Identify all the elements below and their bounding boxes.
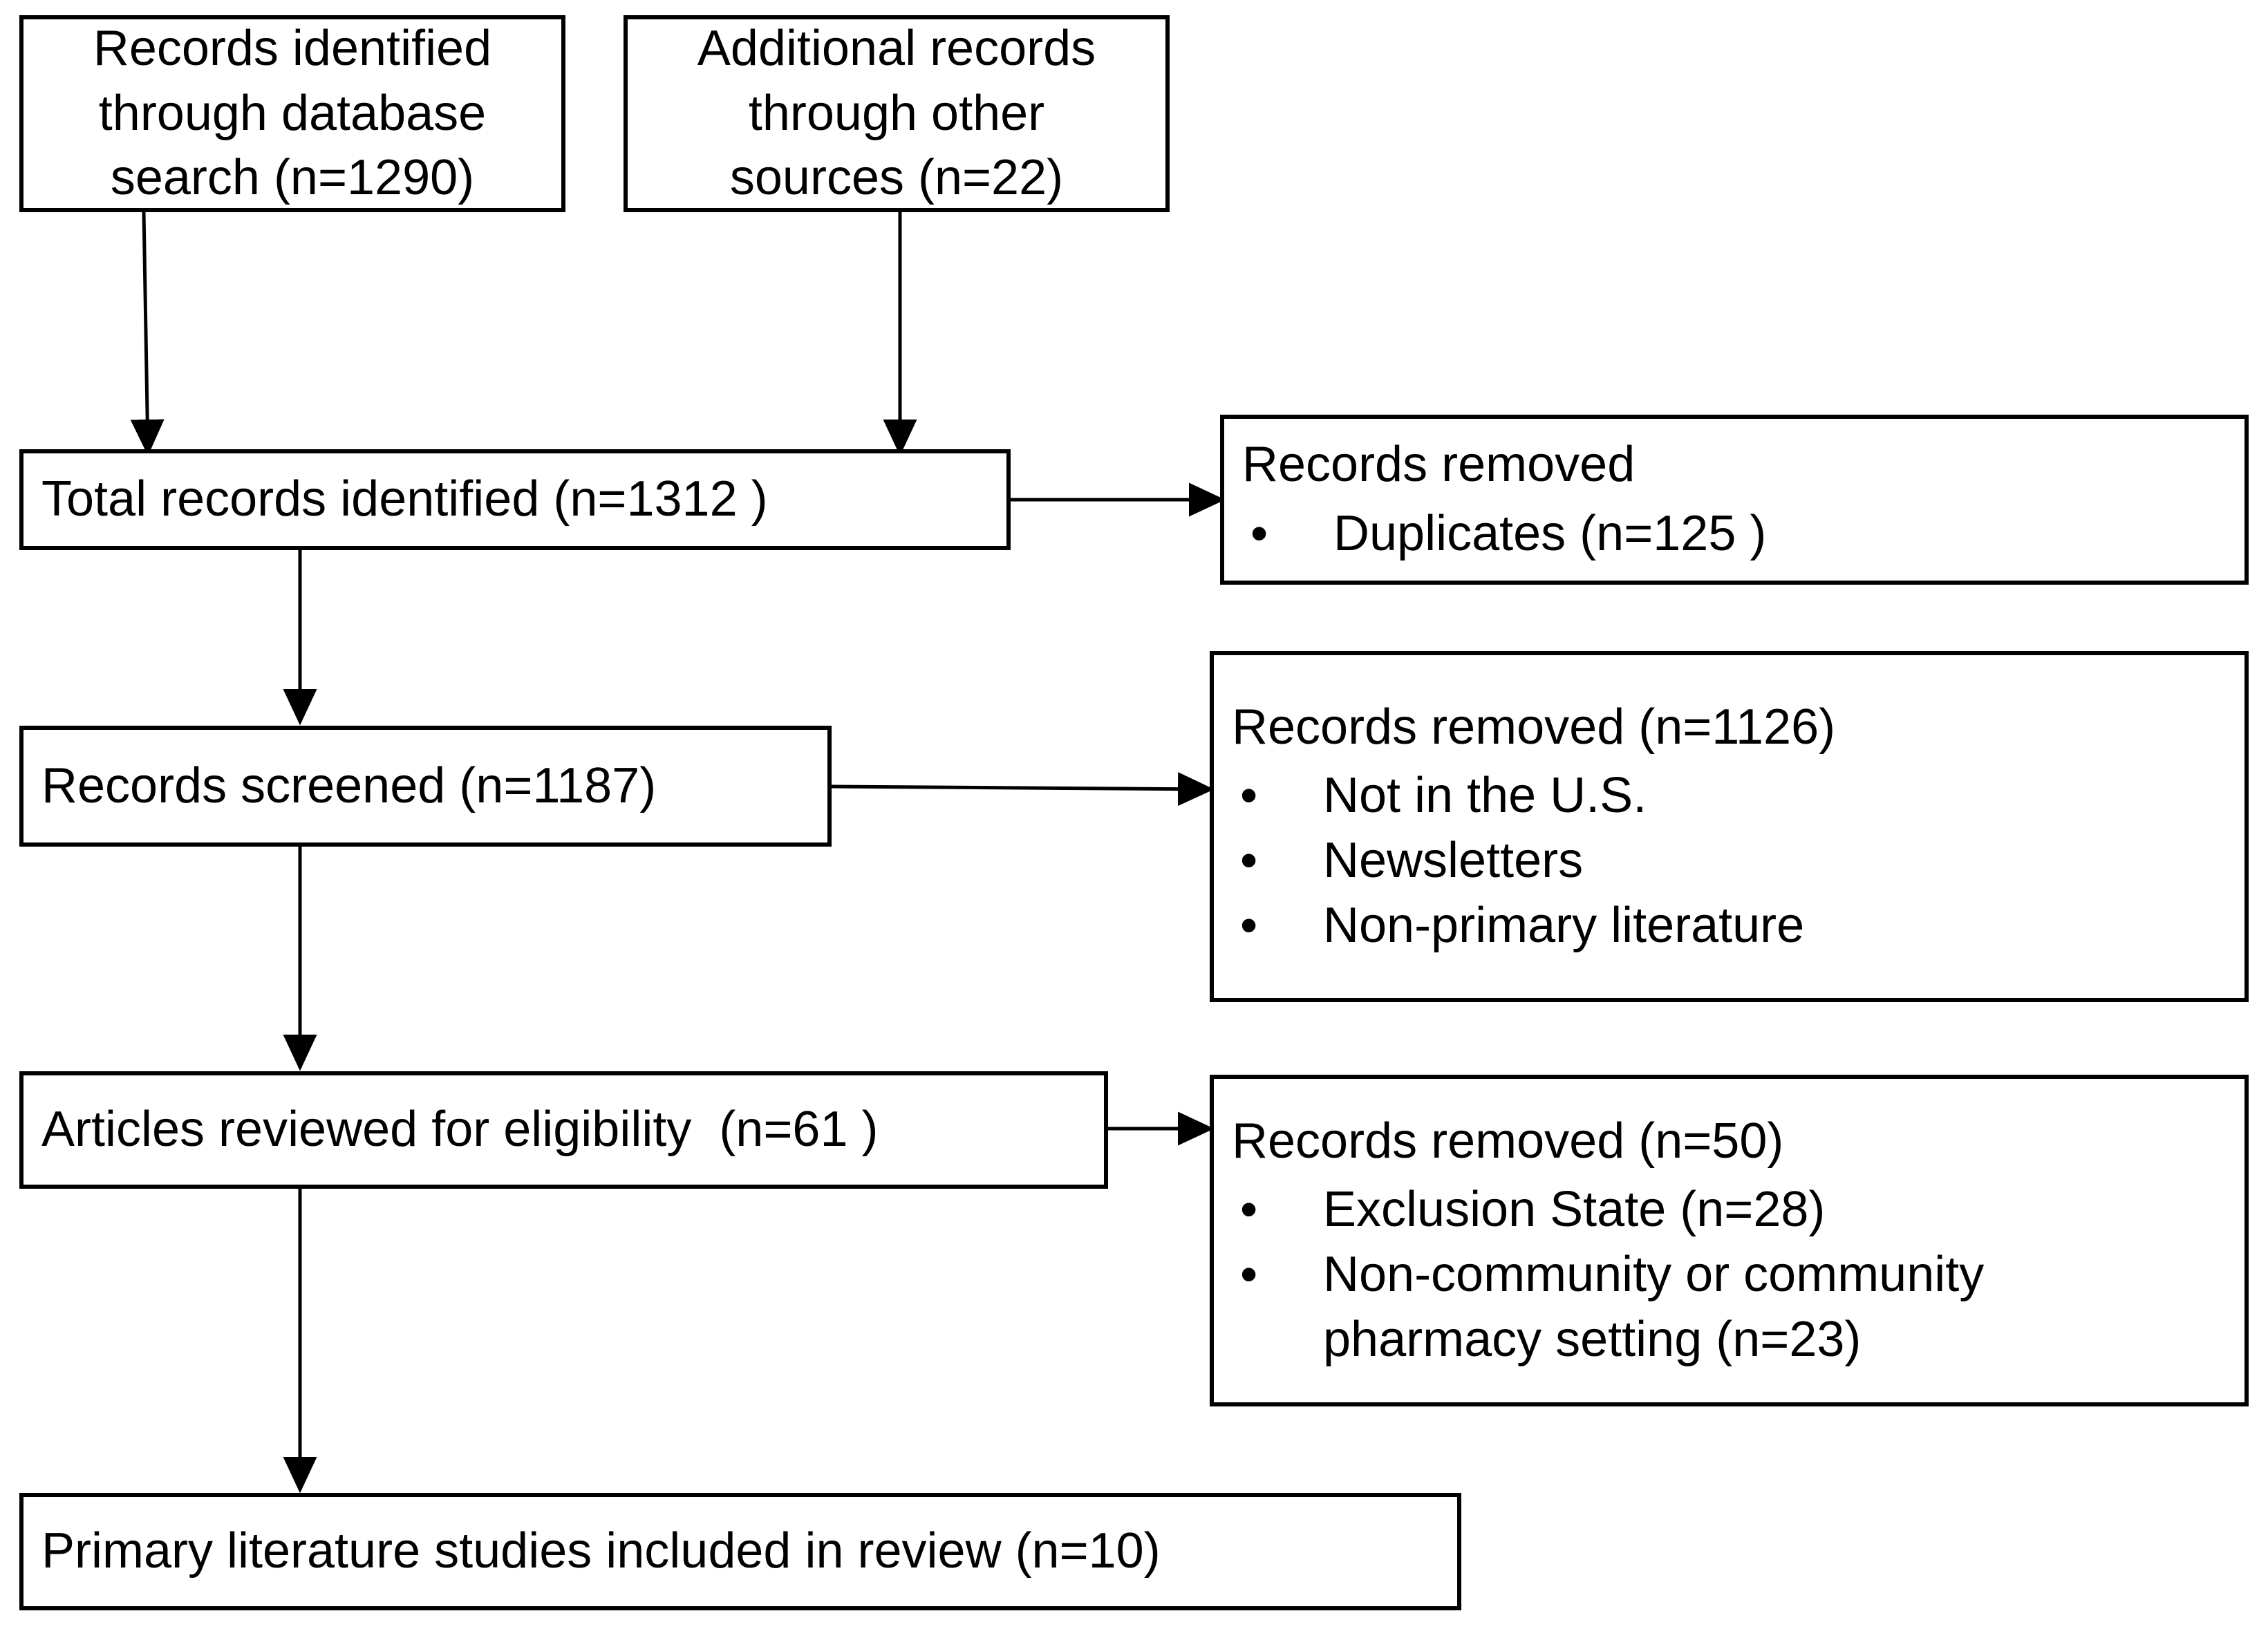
node-line: through database xyxy=(98,85,487,141)
list-item: • Non-community or community xyxy=(1214,1243,2244,1308)
bullet-icon: • xyxy=(1240,1182,1258,1238)
node-heading: Records removed (n=50) xyxy=(1232,1113,1784,1169)
list-item: • Not in the U.S. xyxy=(1214,764,2244,829)
primary-literature-studies-included-box: Primary literature studies included in r… xyxy=(19,1493,1461,1610)
list-item: • Duplicates (n=125 ) xyxy=(1224,502,2244,567)
node-line: Additional records xyxy=(697,21,1096,77)
node-line: Total records identified (n=1312 ) xyxy=(41,471,768,527)
bullet-icon: • xyxy=(1240,1247,1258,1302)
list-item: • Exclusion State (n=28) xyxy=(1214,1178,2244,1243)
records-removed-eligibility-box: Records removed (n=50) • Exclusion State … xyxy=(1210,1075,2249,1406)
list-item-label: Duplicates (n=125 ) xyxy=(1333,506,1767,561)
node-line: Articles reviewed for eligibility (n=61 … xyxy=(41,1102,879,1158)
list-item-label-continued: pharmacy setting (n=23) xyxy=(1323,1311,1862,1367)
list-item: • Non-primary literature xyxy=(1214,894,2244,959)
list-item-label: Non-community or community xyxy=(1323,1247,1985,1302)
node-line: Records screened (n=1187) xyxy=(41,757,657,813)
bullet-icon: • xyxy=(1240,897,1258,953)
node-heading: Records removed (n=1126) xyxy=(1232,699,1836,755)
list-item-label: Exclusion State (n=28) xyxy=(1323,1182,1826,1238)
bullet-list: • Not in the U.S. • Newsletters • Non-prima… xyxy=(1214,764,2244,958)
node-line: search (n=1290) xyxy=(110,150,475,206)
list-item: • Newsletters xyxy=(1214,829,2244,894)
bullet-list: • Exclusion State (n=28) • Non-community o… xyxy=(1214,1178,2244,1372)
bullet-icon: • xyxy=(1240,768,1258,824)
node-line: sources (n=22) xyxy=(729,150,1064,206)
list-item: pharmacy setting (n=23) xyxy=(1214,1308,2244,1373)
node-line: Records identified xyxy=(93,21,492,77)
bullet-list: • Duplicates (n=125 ) xyxy=(1224,502,2244,567)
node-line: Primary literature studies included in r… xyxy=(41,1523,1161,1579)
bullet-icon: • xyxy=(1250,506,1268,561)
list-item-label: Not in the U.S. xyxy=(1323,768,1647,824)
records-screened-box: Records screened (n=1187) xyxy=(19,726,832,847)
node-heading: Records removed xyxy=(1242,437,1636,493)
records-removed-screening-box: Records removed (n=1126) • Not in the U.S… xyxy=(1210,651,2249,1002)
bullet-icon: • xyxy=(1240,833,1258,888)
records-identified-through-database-search-box: Records identified through database sear… xyxy=(19,15,565,212)
additional-records-through-other-sources-box: Additional records through other sources… xyxy=(624,15,1170,212)
list-item-label: Newsletters xyxy=(1323,833,1584,888)
node-line: through other xyxy=(748,85,1045,141)
records-removed-duplicates-box: Records removed • Duplicates (n=125 ) xyxy=(1220,415,2249,585)
articles-reviewed-for-eligibility-box: Articles reviewed for eligibility (n=61 … xyxy=(19,1071,1108,1189)
total-records-identified-box: Total records identified (n=1312 ) xyxy=(19,449,1011,550)
list-item-label: Non-primary literature xyxy=(1323,897,1805,953)
